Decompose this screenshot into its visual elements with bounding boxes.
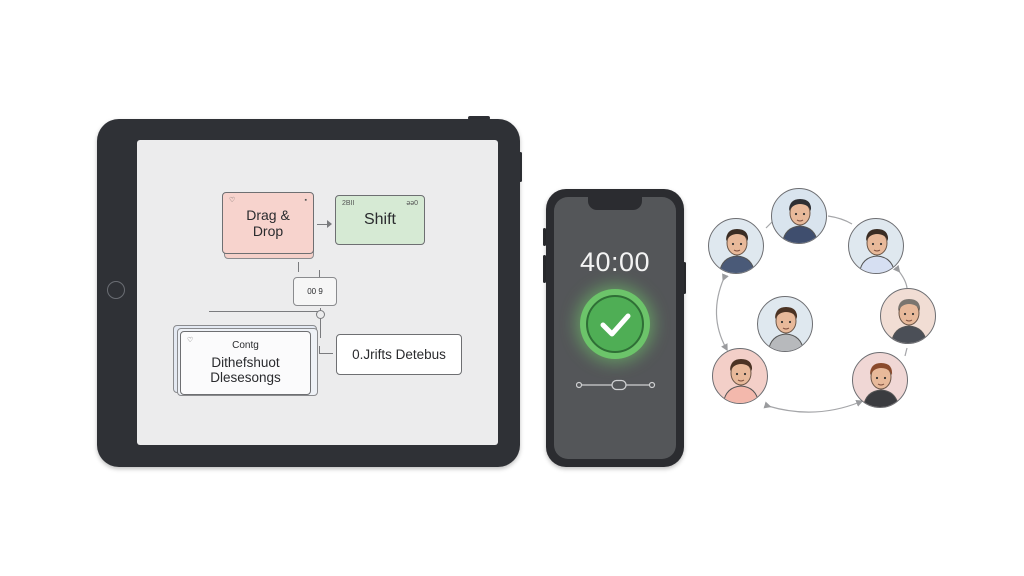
avatar <box>848 218 904 274</box>
arrow-right-icon <box>317 224 330 226</box>
team-connections <box>715 211 908 413</box>
flow-box-drag-drop[interactable]: ♡ ▪ Drag & Drop <box>222 192 314 254</box>
avatar <box>712 348 768 404</box>
tablet-home-button[interactable] <box>107 281 125 299</box>
flow-box-title: Contg <box>232 340 259 352</box>
check-icon <box>600 313 631 337</box>
avatar <box>708 218 764 274</box>
flow-box-middle[interactable]: 00 9 <box>293 277 337 306</box>
avatar <box>757 296 813 352</box>
flow-box-label: Drag & <box>246 206 290 223</box>
tablet-device: ♡ ▪ Drag & Drop 2BII ǝǝ0 Shift 00 <box>97 119 520 467</box>
avatar <box>880 288 936 344</box>
avatar <box>771 188 827 244</box>
flow-box-details[interactable]: 0.Jrifts Detebus <box>336 334 462 375</box>
tablet-screen: ♡ ▪ Drag & Drop 2BII ǝǝ0 Shift 00 <box>137 140 498 445</box>
person-icon <box>722 359 760 403</box>
avatar <box>852 352 908 408</box>
heart-icon: ♡ <box>229 197 236 204</box>
flow-box-label: Shift <box>363 210 396 228</box>
flow-box-label: 0.Jrifts Detebus <box>352 346 446 362</box>
slider-icon[interactable] <box>576 377 656 393</box>
flow-box-label: Dithefshuot <box>211 354 280 370</box>
flow-box-stack[interactable]: ♡ Contg Dithefshuot Dlesesongs <box>180 331 311 395</box>
person-icon <box>890 299 928 343</box>
person-icon <box>862 363 900 407</box>
person-icon <box>767 307 805 351</box>
connector-node <box>316 310 325 319</box>
tablet-top-button <box>468 116 490 120</box>
heart-icon: ♡ <box>187 337 194 344</box>
flow-box-shift[interactable]: 2BII ǝǝ0 Shift <box>335 195 425 245</box>
team-network <box>700 180 950 420</box>
flow-box-label: Drop <box>252 223 284 239</box>
arrow-head <box>327 220 332 228</box>
person-icon <box>718 229 756 273</box>
flow-box-label: Dlesesongs <box>210 370 281 386</box>
person-icon <box>858 229 896 273</box>
phone-device: 40:00 <box>546 189 684 467</box>
flow-box-label: 00 9 <box>307 286 323 296</box>
tablet-side-button <box>519 152 522 182</box>
phone-notch <box>588 197 642 210</box>
check-button[interactable] <box>580 289 650 359</box>
person-icon <box>781 199 819 243</box>
phone-screen: 40:00 <box>554 197 676 459</box>
timer-display: 40:00 <box>579 247 651 277</box>
